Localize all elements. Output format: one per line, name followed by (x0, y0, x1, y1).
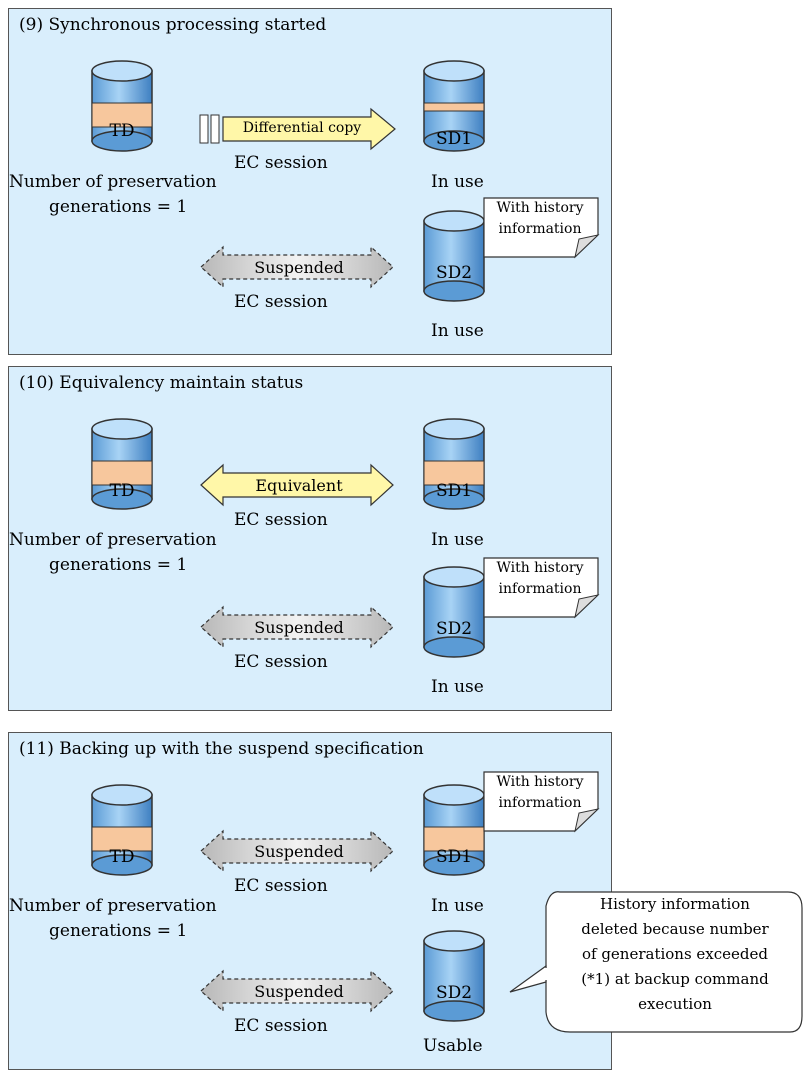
history-note-line1: With history (496, 200, 584, 216)
history-note (483, 197, 600, 259)
preservation-label: Number of preservation (9, 172, 217, 192)
preservation-count: generations = 1 (49, 921, 188, 941)
callout-line1: History information (600, 895, 750, 913)
sd1-status: In use (431, 530, 484, 550)
differential-copy-arrow (199, 107, 396, 151)
suspended-arrow (200, 969, 394, 1013)
sd1-disk (423, 784, 485, 876)
sd1-disk (423, 60, 485, 152)
sd1-status: In use (431, 896, 484, 916)
preservation-label: Number of preservation (9, 896, 217, 916)
suspended-label: Suspended (254, 258, 344, 277)
ec-session-label: EC session (234, 292, 328, 312)
suspended-label: Suspended (254, 618, 344, 637)
history-note-line2: information (498, 581, 582, 597)
sd1-label: SD1 (435, 129, 473, 149)
equivalent-label: Equivalent (255, 476, 343, 495)
callout-line4: (*1) at backup command (581, 970, 769, 988)
td-label: TD (109, 121, 135, 141)
td-disk (91, 60, 153, 152)
panel-backing-up-suspend: (11) Backing up with the suspend specifi… (8, 732, 612, 1070)
panel-equivalency-maintain: (10) Equivalency maintain status TD Numb… (8, 366, 612, 711)
history-deleted-callout (509, 891, 803, 1033)
preservation-count: generations = 1 (49, 197, 188, 217)
td-disk (91, 784, 153, 876)
panel-title: (9) Synchronous processing started (19, 15, 327, 35)
ec-session-label: EC session (234, 153, 328, 173)
sd2-disk (423, 566, 485, 658)
sd2-status: In use (431, 321, 484, 341)
suspended-arrow (200, 829, 394, 873)
td-disk (91, 418, 153, 510)
ec-session-label: EC session (234, 876, 328, 896)
suspended-arrow (200, 245, 394, 289)
history-note (483, 557, 600, 619)
callout-line2: deleted because number (581, 920, 769, 938)
differential-copy-label: Differential copy (242, 120, 362, 136)
td-label: TD (109, 847, 135, 867)
ec-session-label: EC session (234, 510, 328, 530)
preservation-label: Number of preservation (9, 530, 217, 550)
callout-line3: of generations exceeded (581, 945, 769, 963)
sd2-label: SD2 (435, 263, 473, 283)
sd2-status: Usable (423, 1036, 483, 1056)
sd2-disk (423, 210, 485, 302)
ec-session-label: EC session (234, 652, 328, 672)
history-note (483, 771, 600, 833)
panel-title: (10) Equivalency maintain status (19, 373, 304, 393)
equivalent-arrow (200, 463, 394, 507)
td-label: TD (109, 481, 135, 501)
history-note-line2: information (498, 221, 582, 237)
sd2-label: SD2 (435, 983, 473, 1003)
panel-title: (11) Backing up with the suspend specifi… (19, 739, 424, 759)
suspended-arrow (200, 605, 394, 649)
sd1-label: SD1 (435, 481, 473, 501)
sd1-status: In use (431, 172, 484, 192)
sd2-label: SD2 (435, 619, 473, 639)
suspended-label: Suspended (254, 982, 344, 1001)
callout-line5: execution (638, 995, 712, 1013)
preservation-count: generations = 1 (49, 555, 188, 575)
sd1-label: SD1 (435, 847, 473, 867)
history-note-line1: With history (496, 560, 584, 576)
sd1-disk (423, 418, 485, 510)
history-note-line1: With history (496, 774, 584, 790)
history-note-line2: information (498, 795, 582, 811)
sd2-status: In use (431, 677, 484, 697)
ec-session-label: EC session (234, 1016, 328, 1036)
sd2-disk (423, 930, 485, 1022)
panel-synchronous-started: (9) Synchronous processing started TD Nu… (8, 8, 612, 355)
suspended-label: Suspended (254, 842, 344, 861)
